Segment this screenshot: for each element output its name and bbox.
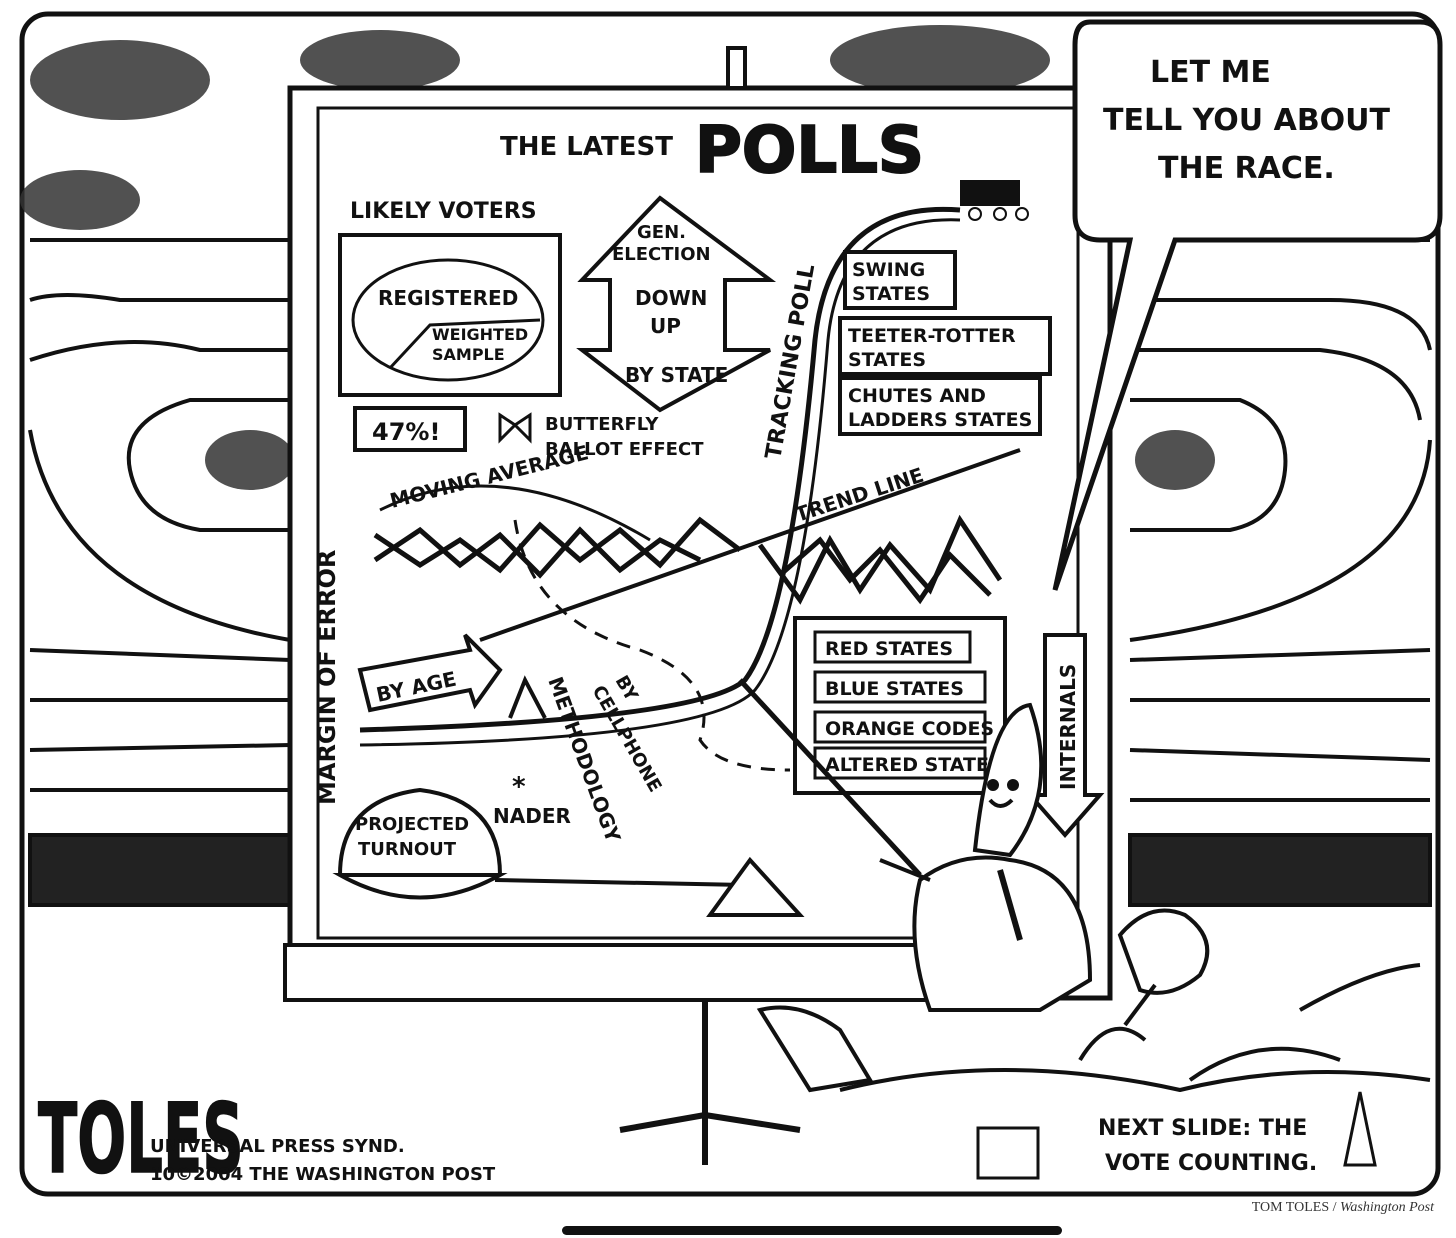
presenter-figure [879,702,1093,1012]
swing-label-1: SWING [852,259,925,281]
swing-states-box: SWING STATES [843,250,957,310]
syndicate-line-1: UNIVERSAL PRESS SYND. [150,1136,405,1157]
poll-zigzags [373,514,1003,605]
chutes-label-1: CHUTES AND [848,385,986,407]
next-slide-line-1: NEXT SLIDE: THE [1098,1116,1307,1141]
asterisk-icon: * [512,772,526,802]
teeter-totter-box: TEETER-TOTTER STATES [838,316,1052,376]
speech-line-2: TELL YOU ABOUT [1103,103,1391,138]
blue-states-label: BLUE STATES [825,678,964,700]
gen-label: GEN. [637,222,686,243]
slide-thumbnail [976,1126,1040,1180]
turnout-label-2: TURNOUT [358,839,457,860]
weighted-label-2: SAMPLE [432,345,505,364]
down-label: DOWN [635,286,707,310]
double-arrow [576,195,777,413]
credit-line: TOM TOLES / Washington Post [1252,1200,1434,1216]
registered-label: REGISTERED [378,286,518,310]
credit-author: TOM TOLES [1251,1200,1330,1215]
state-list-item: RED STATES [813,630,972,664]
credit-separator: / [1329,1200,1340,1215]
percent-label: 47%! [372,418,440,446]
pointer-stick [738,678,922,877]
audience [756,908,1431,1093]
pie-chart [351,258,545,382]
nader-label: NADER [493,804,571,828]
butterfly-label-2: BALLOT EFFECT [545,439,704,460]
racetrack [28,238,1432,907]
likely-voters-label: LIKELY VOTERS [350,199,537,224]
internals-arrow [1025,633,1105,839]
header-title: POLLS [695,114,924,188]
swing-label-2: STATES [852,283,930,305]
syndicate-line-2: 10©2004 THE WASHINGTON POST [150,1164,496,1185]
header-prefix: THE LATEST [500,132,673,162]
internals-label: INTERNALS [1056,664,1080,790]
by-state-label: BY STATE [625,363,728,387]
state-list-item: ALTERED STATES [813,746,1003,780]
up-label: UP [650,314,681,338]
next-slide-line-2: VOTE COUNTING. [1105,1151,1317,1176]
butterfly-label-1: BUTTERFLY [545,414,659,435]
turnout-label-1: PROJECTED [355,814,469,835]
crowd-hatching [20,25,1440,490]
speech-bubble [1052,19,1443,591]
orange-codes-label: ORANGE CODES [825,718,994,740]
teeter-label-2: STATES [848,349,926,371]
weighted-label-1: WEIGHTED [432,325,528,344]
speech-line-3: THE RACE. [1158,151,1335,186]
artist-signature: TOLES [38,1083,244,1195]
home-indicator[interactable] [562,1226,1062,1235]
mini-figure [1343,1091,1377,1167]
by-age-arrow [357,633,503,713]
teeter-label-1: TEETER-TOTTER [848,325,1016,347]
roller-track [359,206,961,733]
state-list-item: BLUE STATES [813,670,987,704]
turnout-bubble [338,787,502,876]
margin-of-error-label: MARGIN OF ERROR [313,550,341,805]
state-list-item: ORANGE CODES [813,710,994,744]
likely-voters-box [338,233,562,397]
train-icon [960,180,1029,221]
election-label: ELECTION [612,244,711,265]
altered-states-label: ALTERED STATES [825,754,1003,776]
speech-line-1: LET ME [1150,55,1271,90]
butterfly-icon [498,412,532,444]
percent-box [353,406,467,452]
red-states-label: RED STATES [825,638,953,660]
credit-paper: Washington Post [1340,1200,1434,1215]
chutes-label-2: LADDERS STATES [848,409,1032,431]
chutes-ladders-box: CHUTES AND LADDERS STATES [838,376,1042,436]
